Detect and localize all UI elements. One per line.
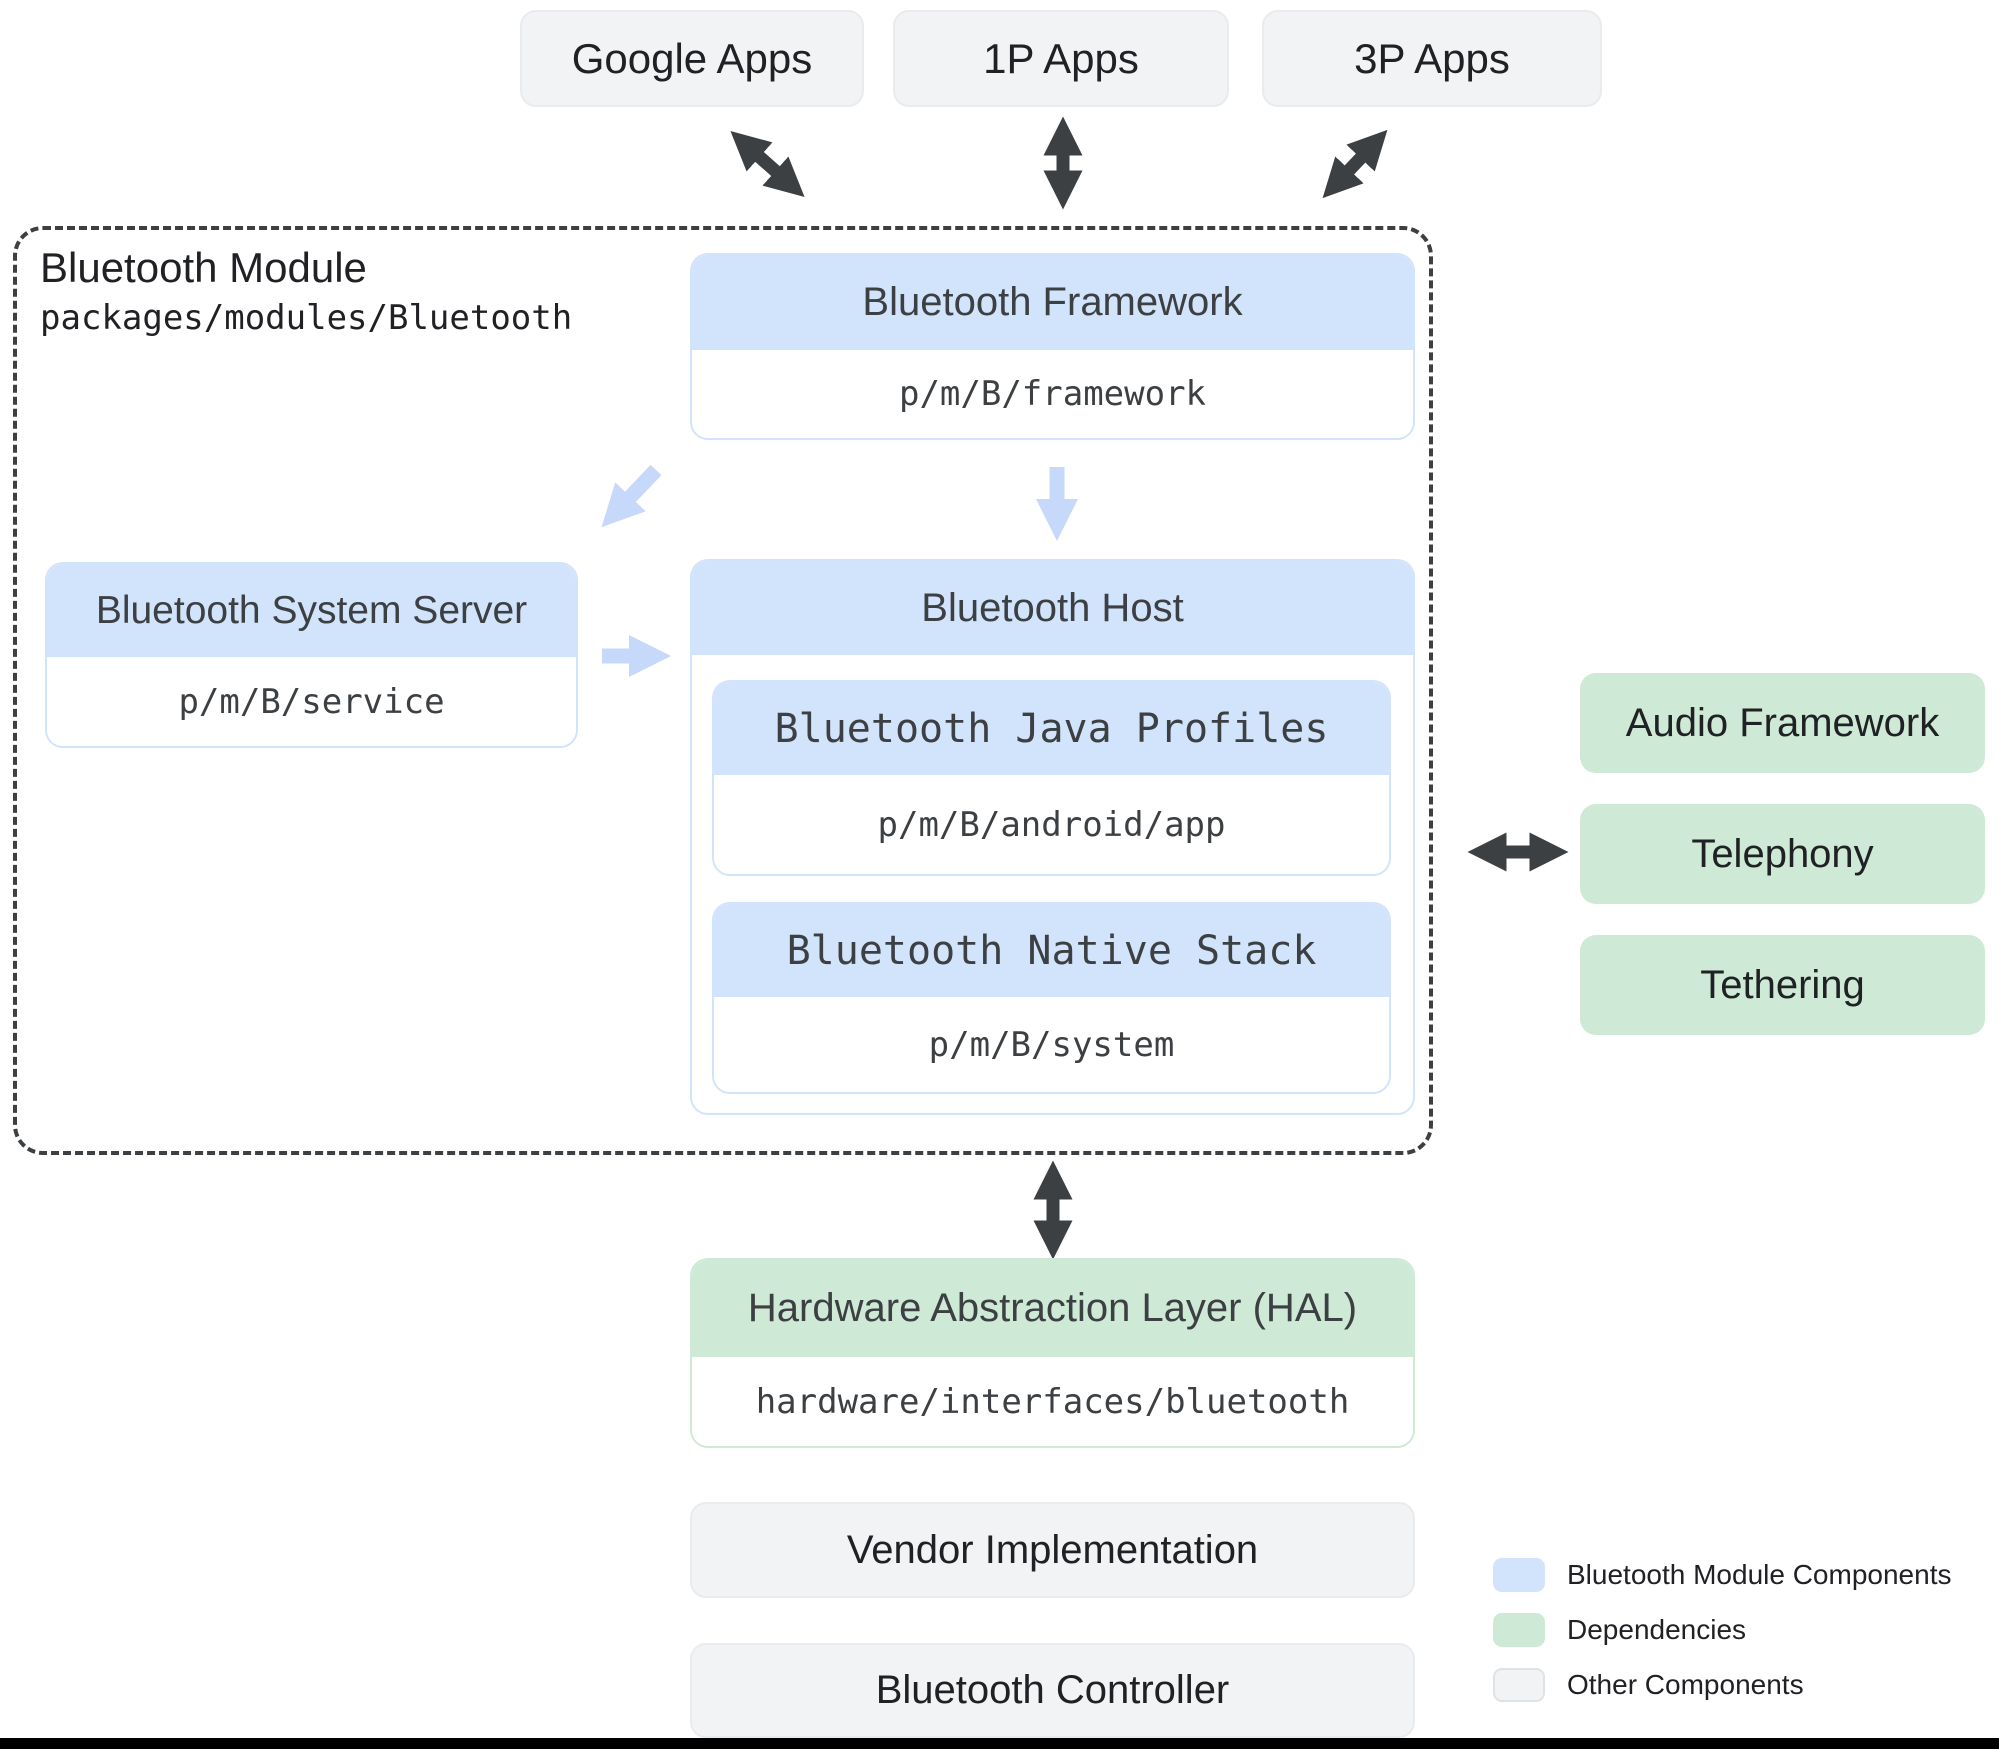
bluetooth-system-server-header: Bluetooth System Server (47, 564, 576, 657)
hal-title: Hardware Abstraction Layer (HAL) (747, 1286, 1358, 1330)
google-apps-label: Google Apps (571, 34, 813, 82)
bluetooth-native-stack-path: p/m/B/system (928, 1024, 1175, 1065)
hal-path: hardware/interfaces/bluetooth (755, 1381, 1350, 1422)
tethering-label: Tethering (1700, 962, 1865, 1007)
vendor-implementation-label: Vendor Implementation (846, 1527, 1259, 1572)
legend-label-dependencies: Dependencies (1567, 1614, 1747, 1645)
bluetooth-system-server-title: Bluetooth System Server (95, 588, 528, 632)
bluetooth-native-stack-body: p/m/B/system (714, 997, 1389, 1092)
bluetooth-controller-label: Bluetooth Controller (875, 1668, 1230, 1712)
legend-swatch-other-components (1493, 1668, 1545, 1702)
audio-framework-box: Audio Framework (1580, 673, 1985, 773)
legend-label-other-components: Other Components (1567, 1669, 1804, 1700)
bluetooth-host-header: Bluetooth Host (692, 561, 1413, 655)
bluetooth-framework-body: p/m/B/framework (692, 350, 1413, 438)
telephony-box: Telephony (1580, 804, 1985, 904)
bluetooth-module-title: Bluetooth Module (40, 244, 367, 291)
bluetooth-java-profiles-box: Bluetooth Java Profiles p/m/B/android/ap… (712, 680, 1391, 876)
bluetooth-framework-path: p/m/B/framework (898, 374, 1207, 414)
legend-swatch-dependencies (1493, 1613, 1545, 1647)
bluetooth-system-server-body: p/m/B/service (47, 657, 576, 746)
bluetooth-host-box: Bluetooth Host Bluetooth Java Profiles p… (690, 559, 1415, 1115)
bluetooth-host-body: Bluetooth Java Profiles p/m/B/android/ap… (692, 655, 1413, 1113)
bluetooth-module-container (13, 226, 1433, 1155)
first-party-apps-box: 1P Apps (893, 10, 1229, 107)
third-party-apps-module-arrow-icon (1322, 129, 1388, 199)
vendor-implementation-box: Vendor Implementation (690, 1502, 1415, 1598)
google-apps-box: Google Apps (520, 10, 864, 107)
bluetooth-native-stack-title: Bluetooth Native Stack (786, 927, 1317, 974)
bottom-border-strip (0, 1738, 1999, 1749)
hal-box: Hardware Abstraction Layer (HAL) hardwar… (690, 1258, 1415, 1448)
third-party-apps-box: 3P Apps (1262, 10, 1602, 107)
bluetooth-module-path: packages/modules/Bluetooth (40, 298, 573, 338)
bluetooth-native-stack-header: Bluetooth Native Stack (714, 904, 1389, 997)
bluetooth-controller-box: Bluetooth Controller (690, 1643, 1415, 1738)
hal-header: Hardware Abstraction Layer (HAL) (692, 1260, 1413, 1357)
tethering-box: Tethering (1580, 935, 1985, 1035)
bluetooth-framework-box: Bluetooth Framework p/m/B/framework (690, 253, 1415, 440)
legend-label-module-components: Bluetooth Module Components (1567, 1559, 1952, 1590)
google-apps-module-arrow-icon (730, 131, 805, 197)
first-party-apps-label: 1P Apps (983, 34, 1139, 82)
bluetooth-java-profiles-body: p/m/B/android/app (714, 775, 1389, 874)
bluetooth-system-server-path: p/m/B/service (178, 681, 445, 722)
legend-swatch-module-components (1493, 1558, 1545, 1592)
bluetooth-java-profiles-title: Bluetooth Java Profiles (774, 705, 1329, 752)
bluetooth-host-title: Bluetooth Host (921, 585, 1184, 630)
bluetooth-system-server-box: Bluetooth System Server p/m/B/service (45, 562, 578, 748)
telephony-label: Telephony (1691, 831, 1874, 876)
third-party-apps-label: 3P Apps (1354, 34, 1510, 82)
bluetooth-java-profiles-path: p/m/B/android/app (877, 804, 1226, 845)
bluetooth-framework-header: Bluetooth Framework (692, 255, 1413, 350)
hal-body: hardware/interfaces/bluetooth (692, 1357, 1413, 1446)
bluetooth-native-stack-box: Bluetooth Native Stack p/m/B/system (712, 902, 1391, 1094)
bluetooth-java-profiles-header: Bluetooth Java Profiles (714, 682, 1389, 775)
bluetooth-framework-title: Bluetooth Framework (862, 280, 1243, 324)
audio-framework-label: Audio Framework (1625, 700, 1940, 745)
